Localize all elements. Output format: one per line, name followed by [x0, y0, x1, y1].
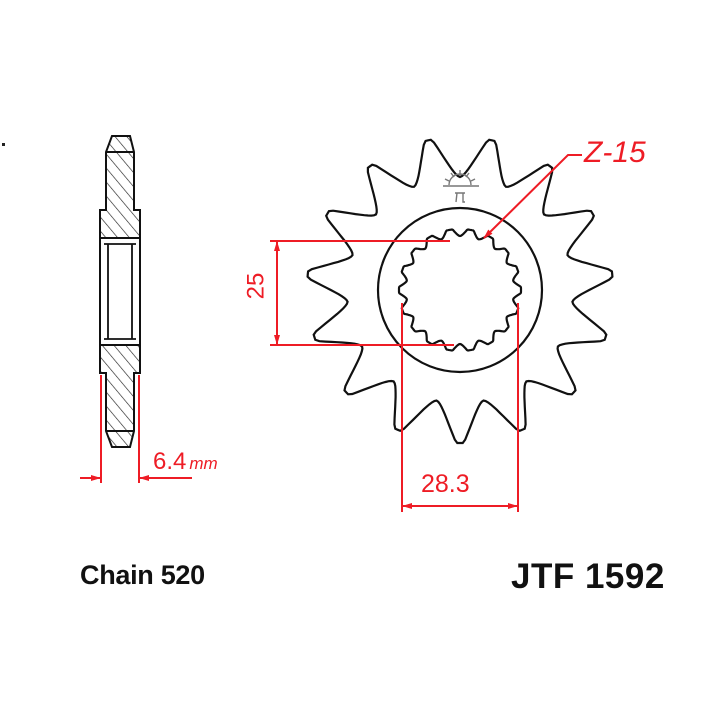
jt-logo-icon — [443, 170, 479, 203]
sprocket-outline — [306, 138, 614, 445]
side-view — [99, 135, 141, 448]
hub-circle — [376, 206, 544, 374]
spline-outline — [397, 228, 523, 352]
front-view — [306, 138, 614, 445]
chain-size-label: Chain 520 — [80, 560, 205, 590]
inner-dimension-label: 25 — [242, 272, 270, 300]
thickness-value: 6.4 — [153, 448, 187, 475]
spline-dimension-label: 28.3 — [421, 470, 470, 498]
thickness-dimension — [80, 375, 192, 483]
stray-mark — [2, 143, 5, 146]
dimension-lines — [270, 154, 582, 512]
teeth-count-label: Z-15 — [584, 136, 646, 169]
side-bottom-tooth — [99, 344, 141, 448]
thickness-unit: mm — [189, 454, 218, 473]
side-bore — [99, 238, 141, 345]
part-number-label: JTF 1592 — [511, 557, 665, 596]
